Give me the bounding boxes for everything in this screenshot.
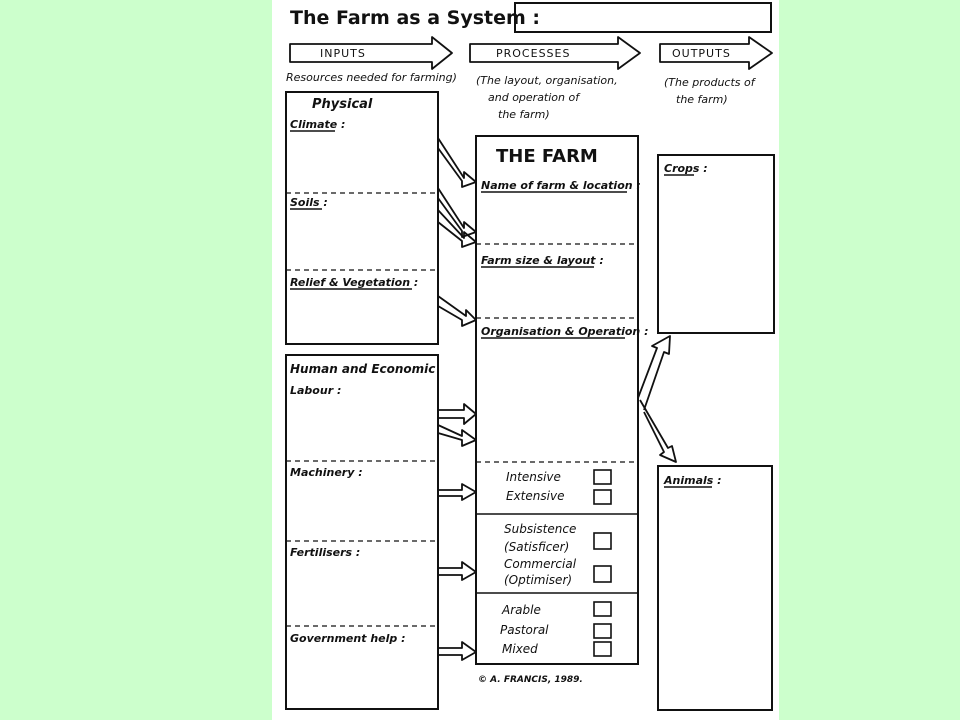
worksheet: The Farm as a System : INPUTS PROCESSES …: [272, 0, 779, 720]
arrow-labour: [438, 403, 477, 425]
physical-inputs-box: [285, 91, 439, 345]
fertilisers-label: Fertilisers :: [290, 546, 360, 559]
option-subsistence: Subsistence: [504, 522, 576, 536]
arrow-relief: [437, 295, 477, 327]
mixed-checkbox[interactable]: [593, 641, 612, 657]
option-intensive: Intensive: [506, 470, 561, 484]
farm-box: [475, 135, 639, 665]
intensive-checkbox[interactable]: [593, 469, 612, 485]
crops-label: Crops :: [664, 162, 708, 175]
processes-note-line2: and operation of: [488, 91, 581, 104]
processes-arrow: [469, 36, 641, 70]
copyright-notice: © A. FRANCIS, 1989.: [478, 675, 583, 685]
option-satisficer: (Satisficer): [504, 540, 569, 554]
inputs-note: Resources needed for farming): [286, 71, 457, 84]
organisation-operation-label: Organisation & Operation :: [481, 325, 649, 338]
processes-note-line1: (The layout, organisation,: [476, 74, 618, 87]
human-economic-inputs-box: [285, 354, 439, 710]
farm-size-layout-label: Farm size & layout :: [481, 254, 604, 267]
climate-label: Climate :: [290, 118, 345, 131]
relief-vegetation-label: Relief & Vegetation :: [290, 276, 418, 289]
processes-note-line3: the farm): [498, 108, 550, 121]
inputs-label: INPUTS: [320, 47, 366, 60]
animals-label: Animals :: [663, 474, 722, 487]
option-arable: Arable: [501, 603, 541, 617]
inputs-arrow: [289, 36, 453, 70]
crops-box: [657, 154, 775, 334]
worksheet-title: The Farm as a System :: [290, 7, 540, 29]
arrow-soils: [437, 209, 477, 248]
input-connector-arrows: [437, 137, 477, 661]
arrow-government: [438, 641, 477, 661]
title-answer-box[interactable]: [514, 2, 772, 33]
option-commercial: Commercial: [504, 557, 577, 571]
human-economic-heading: Human and Economic: [290, 362, 435, 376]
arrow-to-crops: [637, 335, 671, 411]
animals-box: [657, 465, 773, 711]
option-optimiser: (Optimiser): [504, 573, 572, 587]
farm-heading: THE FARM: [496, 146, 598, 167]
outputs-label: OUTPUTS: [672, 47, 731, 60]
option-mixed: Mixed: [502, 642, 538, 656]
extensive-checkbox[interactable]: [593, 489, 612, 505]
arrow-fertilisers: [438, 561, 477, 581]
option-pastoral: Pastoral: [500, 623, 549, 637]
soils-label: Soils :: [290, 196, 328, 209]
option-extensive: Extensive: [506, 489, 564, 503]
processes-label: PROCESSES: [496, 47, 570, 60]
outputs-arrow: [659, 36, 773, 70]
output-connector-arrows: [637, 335, 677, 463]
worksheet-drawing: The Farm as a System : INPUTS PROCESSES …: [285, 2, 775, 711]
labour-label: Labour :: [290, 384, 341, 397]
label-underlines: [290, 130, 712, 488]
arrow-climate: [437, 137, 477, 188]
commercial-checkbox[interactable]: [593, 565, 612, 583]
arrow-to-animals: [639, 399, 677, 463]
arrow-labour-machinery: [437, 424, 477, 447]
arrow-machinery: [438, 483, 477, 501]
machinery-label: Machinery :: [290, 466, 363, 479]
farm-name-location-label: Name of farm & location :: [481, 179, 641, 192]
subsistence-checkbox[interactable]: [593, 532, 612, 550]
arable-checkbox[interactable]: [593, 601, 612, 617]
pastoral-checkbox[interactable]: [593, 623, 612, 639]
physical-heading: Physical: [312, 97, 373, 112]
government-help-label: Government help :: [290, 632, 405, 645]
outputs-note-line2: the farm): [676, 93, 728, 106]
outputs-note-line1: (The products of: [664, 76, 757, 89]
